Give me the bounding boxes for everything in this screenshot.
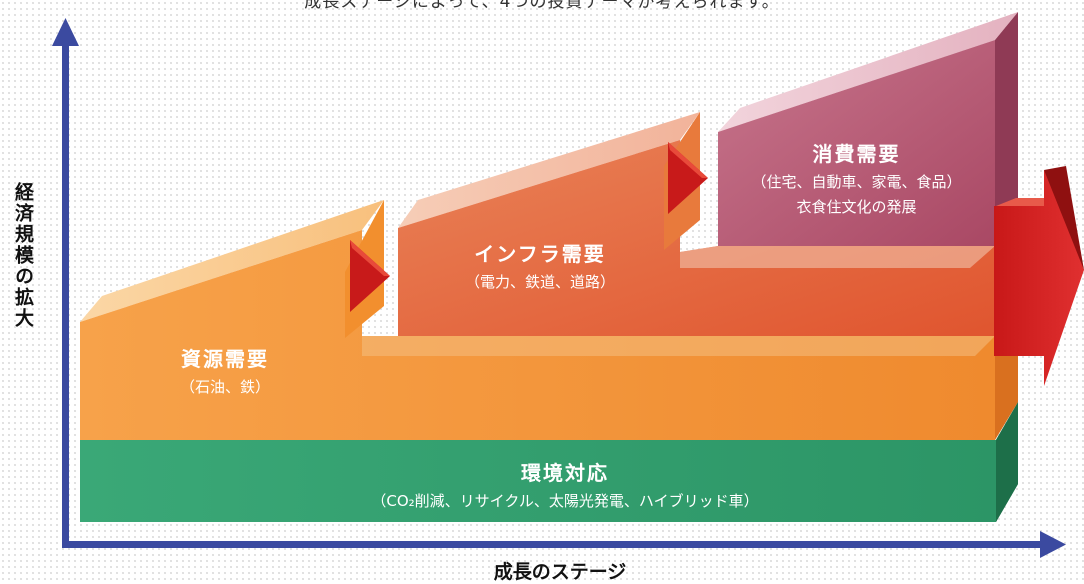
- environment-block: [80, 402, 1018, 522]
- environment-label: 環境対応 （CO₂削減、リサイクル、太陽光発電、ハイブリッド車）: [300, 457, 830, 511]
- transition-wedge-1: [345, 200, 390, 338]
- y-axis-label: 経済規模の拡大: [12, 182, 34, 329]
- consumption-label: 消費需要 （住宅、自動車、家電、食品） 衣食住文化の発展: [718, 138, 995, 217]
- diagram-title: 成長ステージによって、4つの投資テーマが考えられます。: [304, 0, 780, 12]
- x-axis-line: [62, 541, 1047, 548]
- resource-label: 資源需要 （石油、鉄）: [150, 343, 300, 397]
- consumption-title: 消費需要: [812, 142, 901, 166]
- environment-sub: （CO₂削減、リサイクル、太陽光発電、ハイブリッド車）: [371, 492, 759, 510]
- consumption-sub2: 衣食住文化の発展: [796, 198, 917, 216]
- infrastructure-sub: （電力、鉄道、道路）: [464, 273, 615, 291]
- consumption-block: [718, 12, 1018, 246]
- axes: [52, 18, 1066, 558]
- x-axis-arrowhead: [1040, 531, 1066, 558]
- infrastructure-label: インフラ需要 （電力、鉄道、道路）: [430, 238, 650, 292]
- resource-sub: （石油、鉄）: [179, 378, 270, 396]
- big-red-arrow: [994, 166, 1084, 386]
- transition-wedge-2: [664, 112, 708, 250]
- y-axis-arrowhead: [52, 18, 79, 46]
- infrastructure-title: インフラ需要: [474, 242, 606, 266]
- x-axis-label: 成長のステージ: [493, 561, 627, 583]
- resource-title: 資源需要: [181, 347, 269, 371]
- environment-title: 環境対応: [521, 461, 609, 485]
- consumption-sub: （住宅、自動車、家電、食品）: [751, 173, 962, 191]
- y-axis-line: [62, 40, 69, 548]
